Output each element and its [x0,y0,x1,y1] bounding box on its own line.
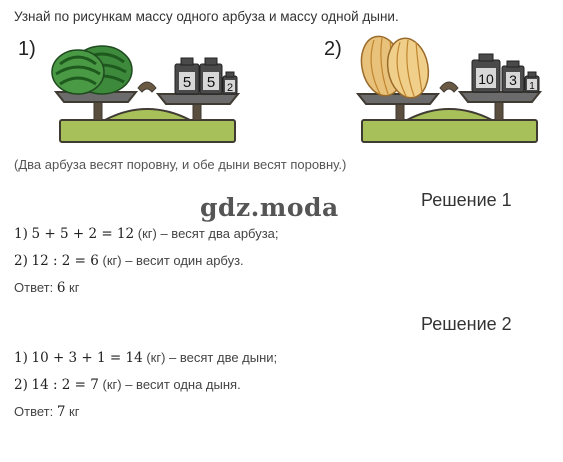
melon-icon [360,35,430,99]
figure-1-scale: 5 5 2 [50,32,245,150]
solution-1-title: Решение 1 [421,190,512,210]
figure-2-label: 2) [324,38,342,60]
weight-label: 5 [183,74,191,91]
solution-1-answer: Ответ: 6 кг [14,280,80,296]
weight-label: 2 [227,82,233,94]
weight-label: 3 [509,72,517,88]
figure-2-scale: 10 3 1 [352,32,547,150]
weight-label: 5 [207,74,215,91]
weight-label: 10 [478,71,494,87]
task-text: Узнай по рисункам массу одного арбуза и … [14,9,399,24]
watermark: gdz.moda [200,193,339,222]
solution-1-step-2: 2) 12 : 2 = 6 (кг) – весит один арбуз. [14,253,244,269]
solution-2-step-2: 2) 14 : 2 = 7 (кг) – весит одна дыня. [14,377,241,393]
solution-2-step-1: 1) 10 + 3 + 1 = 14 (кг) – весят две дыни… [14,350,278,366]
weight-icon: 10 3 1 [471,53,540,93]
solution-2-title: Решение 2 [421,314,512,334]
figure-1-label: 1) [18,38,36,60]
note-text: (Два арбуза весят поровну, и обе дыни ве… [14,157,347,172]
solution-2-answer: Ответ: 7 кг [14,404,80,420]
weight-icon: 5 5 2 [174,57,238,95]
watermelon-icon [51,45,133,95]
solution-1-step-1: 1) 5 + 5 + 2 = 12 (кг) – весят два арбуз… [14,226,279,242]
weight-label: 1 [529,81,535,92]
